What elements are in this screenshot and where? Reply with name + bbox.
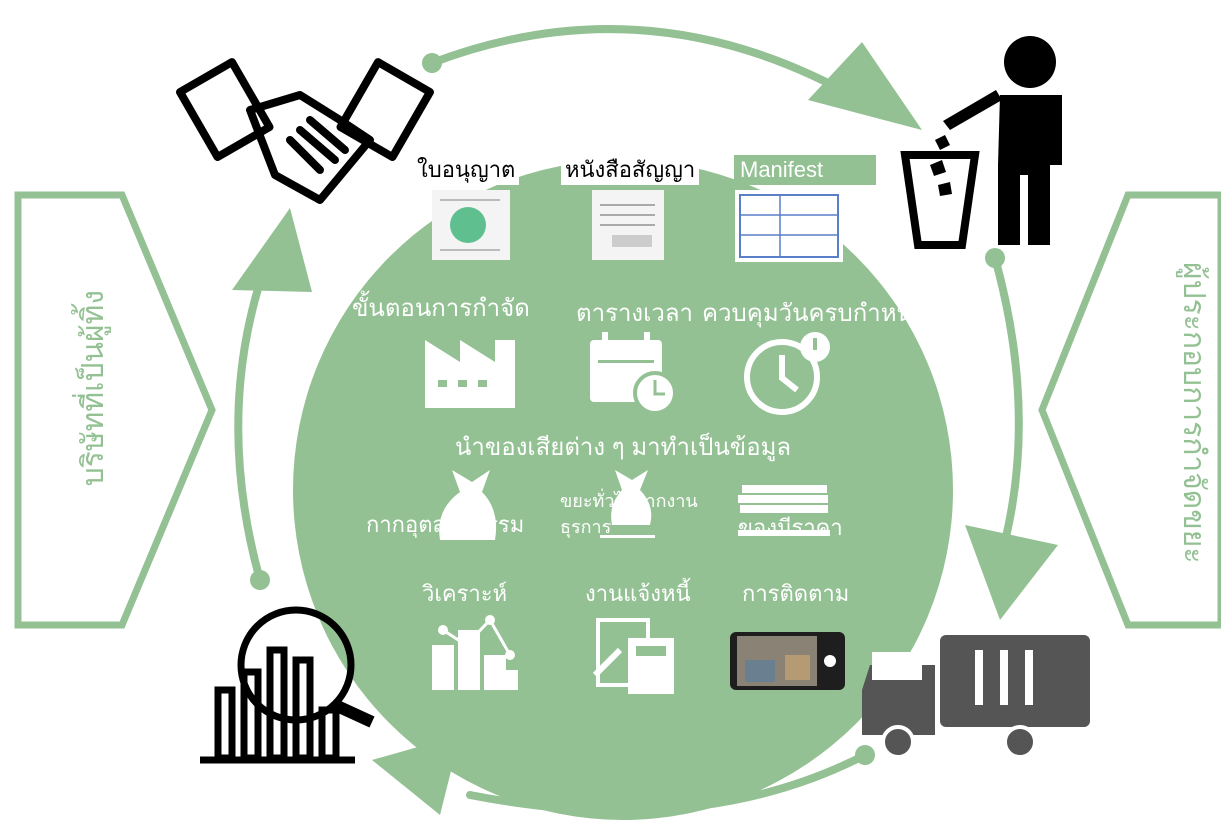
top-arc (428, 25, 864, 104)
license-document-icon (432, 190, 510, 260)
paper-stack-icon (738, 485, 830, 536)
invoice-calculator-icon (592, 618, 674, 694)
contract-document-icon (592, 190, 664, 260)
deadline-label: ควบคุมวันครบกำหนด (702, 300, 929, 327)
billing-label: งานแจ้งหนี้ (585, 581, 691, 606)
handshake-icon (176, 58, 434, 204)
bottom-arc (466, 751, 869, 815)
left-chevron (14, 191, 216, 629)
right-chevron (1038, 191, 1221, 629)
right-side-label: ผู้ประกอบการกำจัดขยะ (1177, 262, 1210, 564)
chart-icon (432, 615, 518, 690)
valuable-waste-label: ของมีราคา (738, 515, 843, 540)
manifest-label: Manifest (734, 155, 876, 185)
bottom-arrowhead (372, 735, 460, 815)
license-label: ใบอนุญาต (413, 155, 520, 185)
right-arc (991, 254, 1023, 564)
general-waste-label-line1: ขยะทั่วไปจากงาน (560, 491, 698, 511)
person-trash-icon (900, 36, 1062, 249)
right-arrowhead (965, 525, 1058, 620)
general-waste-label-line2: ธุรการ (560, 517, 612, 537)
left-arc (234, 236, 279, 584)
truck-icon (862, 635, 1090, 759)
top-arrowhead (808, 42, 922, 130)
manifest-document-icon (735, 190, 843, 262)
factory-icon (425, 340, 515, 408)
phone-photo-icon (730, 632, 845, 690)
left-arrowhead (232, 208, 312, 292)
waste-bag-icon (439, 470, 497, 540)
schedule-label: ตารางเวลา (576, 300, 694, 327)
tracking-label: การติดตาม (742, 581, 850, 606)
analysis-label: วิเคราะห์ (422, 581, 508, 606)
arrow-heads (232, 42, 1058, 815)
left-side-label: บริษัทที่เป็นผู้ทิ้ง (77, 290, 110, 487)
contract-label: หนังสือสัญญา (561, 155, 700, 185)
analysis-magnifier-icon (200, 606, 375, 764)
process-label: ขั้นตอนการกำจัด (352, 295, 530, 322)
alarm-clock-icon (744, 332, 830, 415)
center-caption: นำของเสียต่าง ๆ มาทำเป็นข้อมูล (455, 434, 792, 461)
office-waste-icon (600, 470, 655, 538)
calendar-clock-icon (590, 332, 677, 415)
industrial-waste-label: กากอุตสาหกรรม (366, 512, 525, 537)
